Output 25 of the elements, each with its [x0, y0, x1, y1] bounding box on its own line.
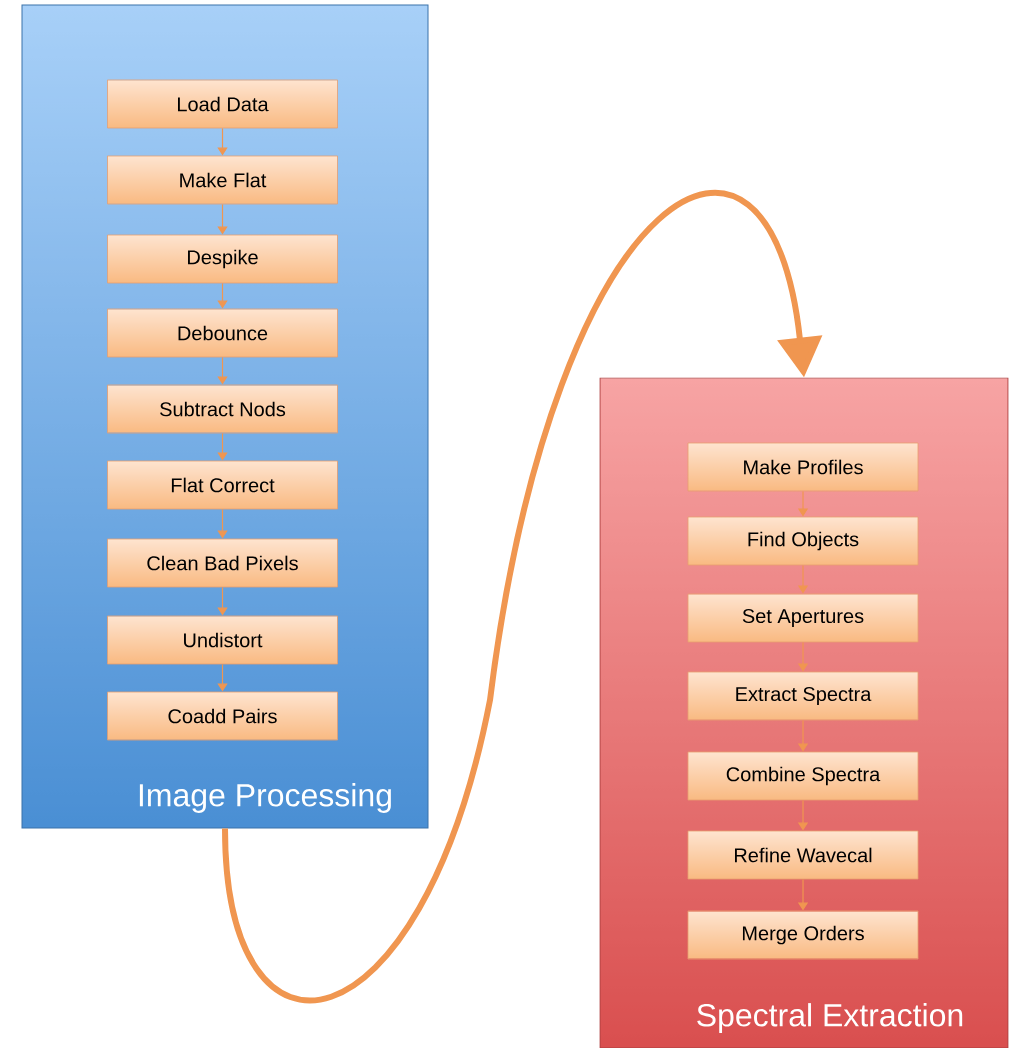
process-box: Load Data: [107, 79, 338, 129]
curved-arrow: [222, 191, 823, 1003]
arrow: [217, 356, 228, 385]
arrow: [217, 586, 228, 616]
process-box: Find Objects: [687, 516, 919, 566]
process-box: Despike: [107, 234, 338, 284]
arrow: [217, 508, 228, 539]
arrow: [217, 203, 228, 235]
process-box: Flat Correct: [107, 460, 338, 510]
process-box: Subtract Nods: [107, 384, 338, 434]
process-box: Set Apertures: [687, 593, 919, 643]
arrow: [217, 663, 228, 692]
process-box: Coadd Pairs: [107, 691, 338, 741]
process-box: Combine Spectra: [687, 751, 919, 801]
process-box: Undistort: [107, 615, 338, 665]
process-box: Debounce: [107, 308, 338, 358]
arrow: [217, 432, 228, 461]
arrow: [217, 127, 228, 156]
process-box: Clean Bad Pixels: [107, 538, 338, 588]
process-box: Extract Spectra: [687, 671, 919, 721]
process-box: Merge Orders: [687, 910, 919, 960]
process-box: Make Profiles: [687, 442, 919, 492]
process-box: Refine Wavecal: [687, 830, 919, 880]
arrow: [217, 282, 228, 309]
process-box: Make Flat: [107, 155, 338, 205]
